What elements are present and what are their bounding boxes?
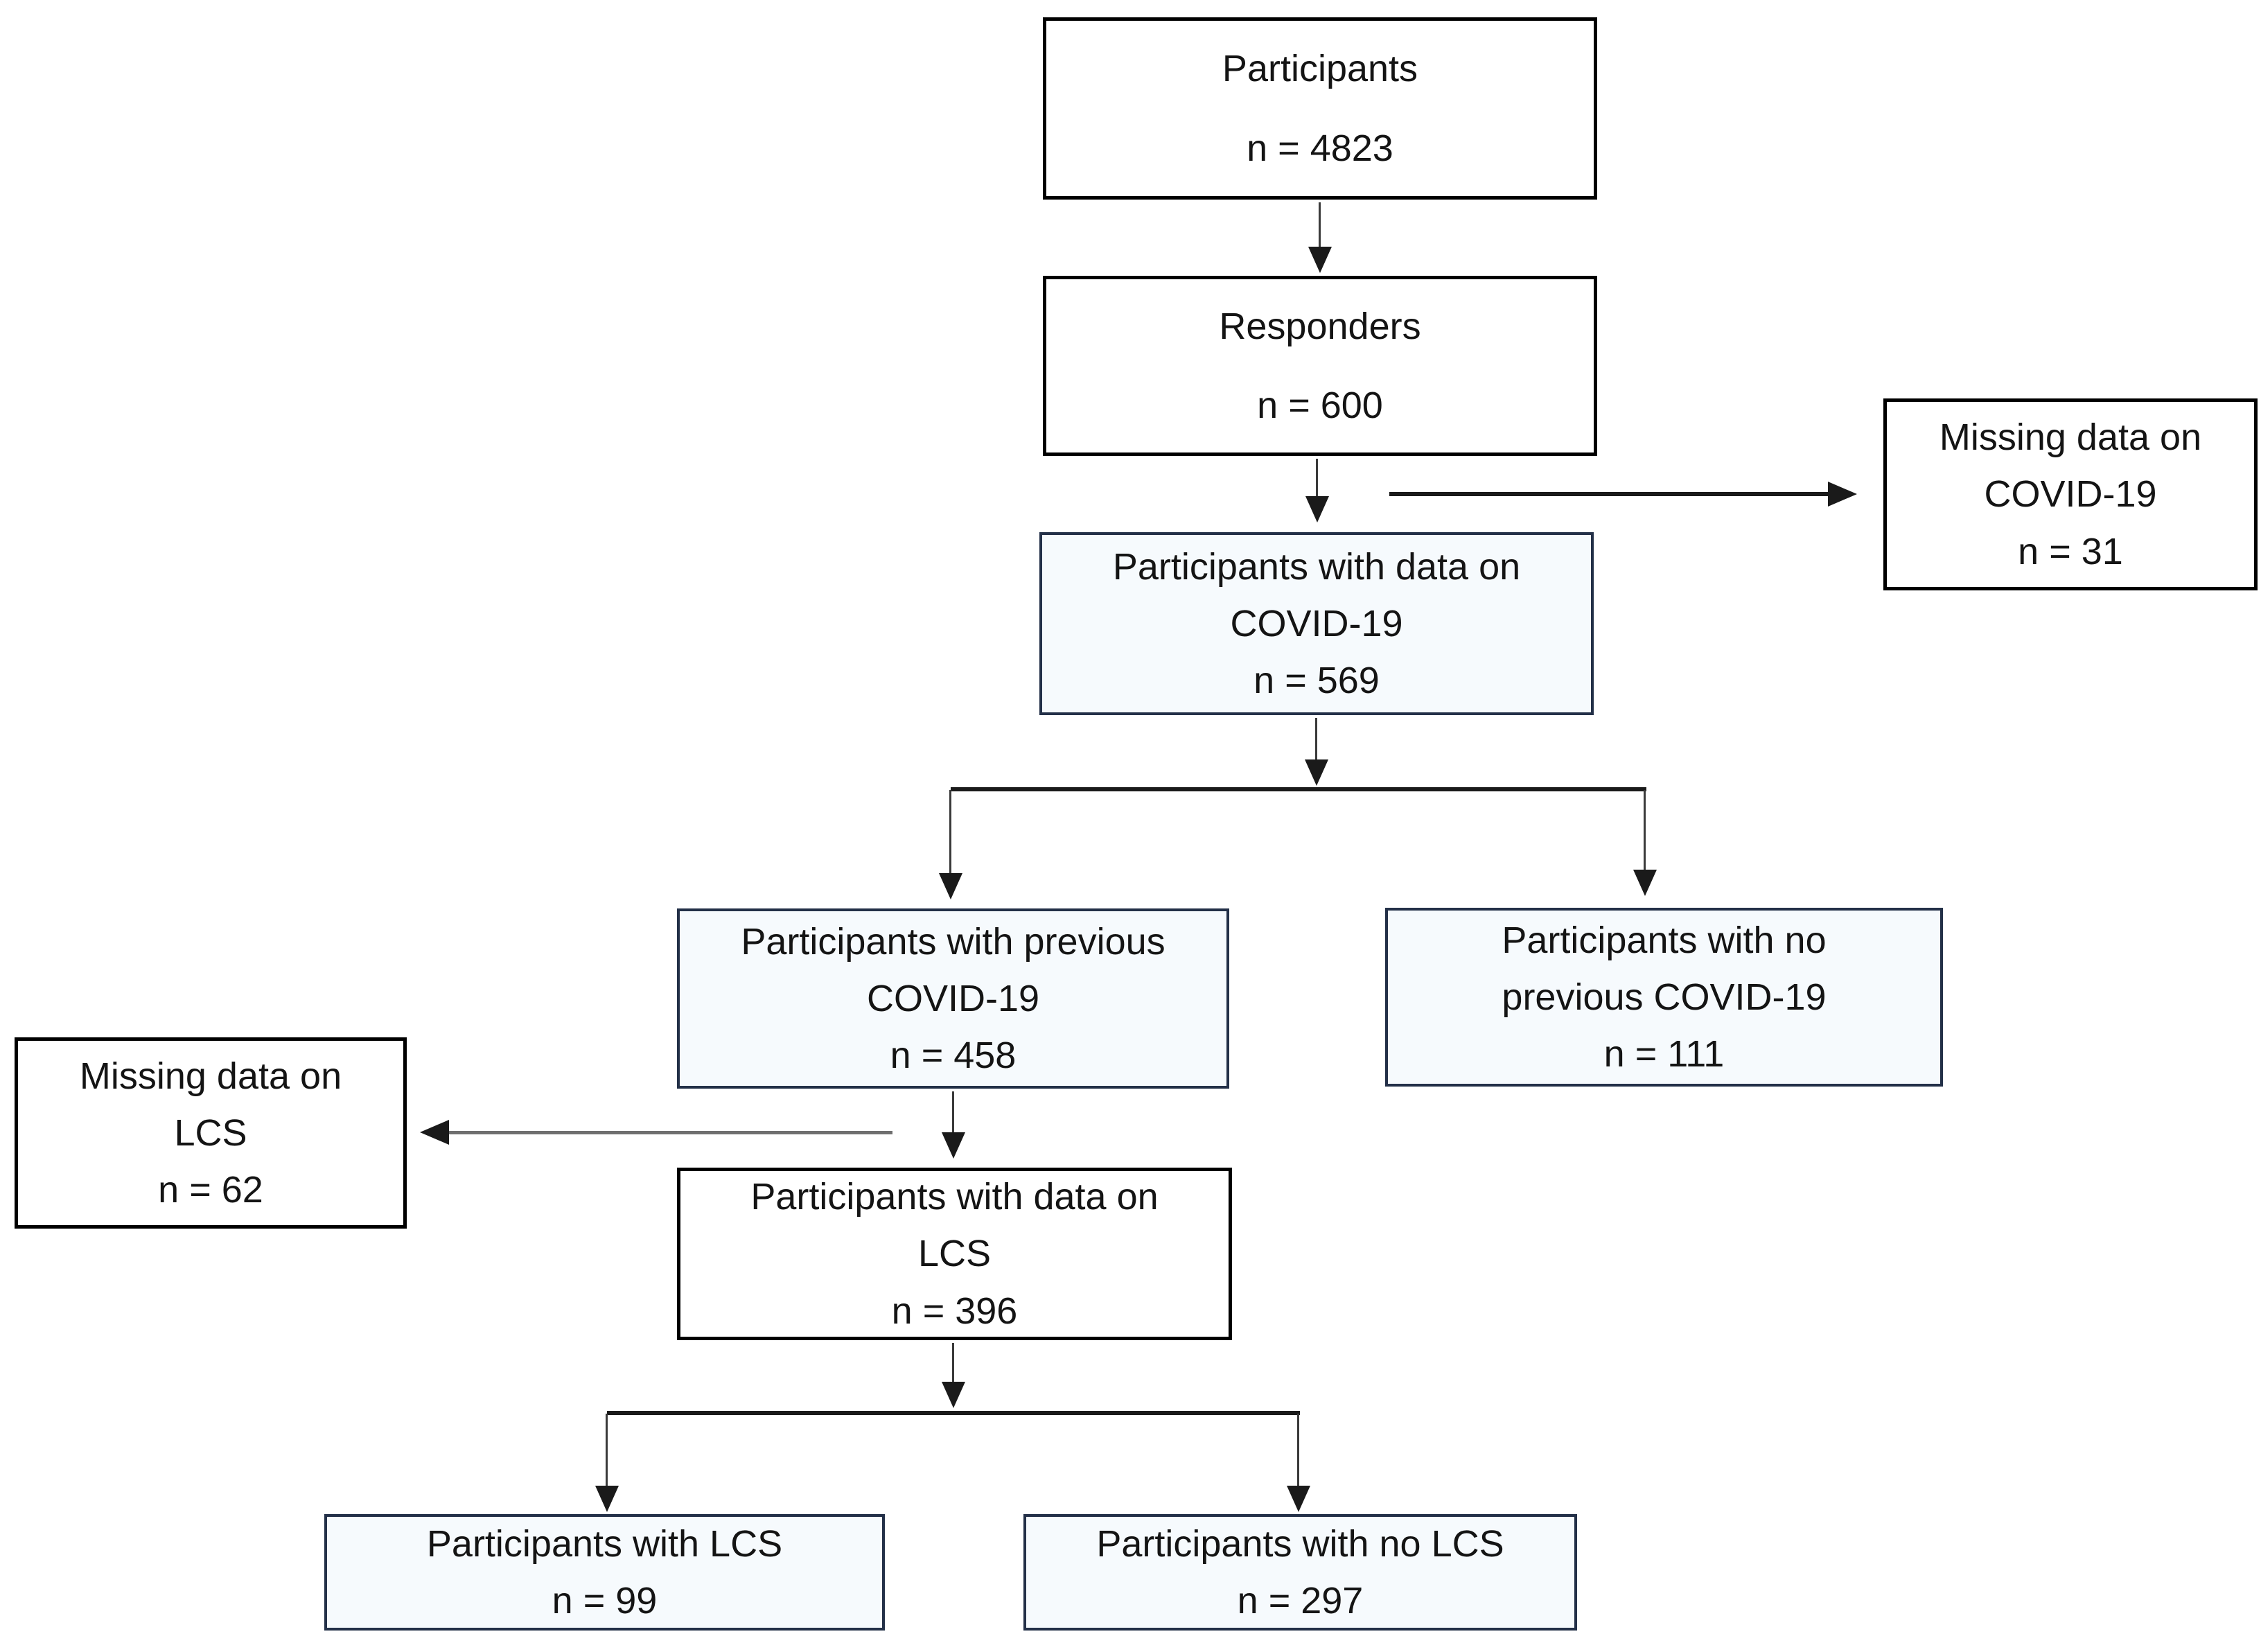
box-label: Participants (1222, 48, 1418, 90)
arrow-down-icon (1308, 247, 1332, 273)
arrow-down-icon (1287, 1486, 1310, 1512)
box-label: Missing data on (1939, 416, 2202, 459)
box-count: n = 297 (1237, 1580, 1364, 1622)
box-lcs: Participants with LCS n = 99 (324, 1514, 885, 1631)
box-label: Responders (1219, 305, 1421, 347)
box-previous-covid: Participants with previous COVID-19 n = … (677, 908, 1229, 1089)
box-label: previous COVID-19 (1502, 976, 1827, 1018)
arrow-line (606, 1414, 608, 1488)
box-responders: Responders n = 600 (1043, 276, 1597, 456)
arrow-line (1297, 1414, 1299, 1488)
box-count: n = 600 (1257, 385, 1383, 426)
arrow-line (952, 1091, 954, 1134)
arrow-down-icon (1305, 759, 1328, 786)
arrow-line (1316, 459, 1318, 499)
box-label: COVID-19 (1984, 473, 2157, 516)
box-label: Participants with data on (750, 1176, 1159, 1218)
box-count: n = 62 (158, 1169, 263, 1211)
arrow-down-icon (942, 1132, 965, 1159)
box-label: LCS (174, 1111, 247, 1154)
box-count: n = 31 (2018, 530, 2123, 572)
arrow-line (949, 790, 951, 876)
box-count: n = 4823 (1247, 127, 1393, 169)
arrow-line (952, 1343, 954, 1385)
arrow-line (1319, 202, 1321, 248)
box-label: Participants with no LCS (1096, 1522, 1504, 1565)
box-missing-covid: Missing data on COVID-19 n = 31 (1883, 398, 2258, 590)
arrow-line (1389, 492, 1830, 496)
box-participants: Participants n = 4823 (1043, 17, 1597, 200)
arrow-down-icon (1633, 870, 1657, 896)
box-count: n = 396 (891, 1290, 1018, 1332)
box-label: Participants with data on (1112, 545, 1521, 588)
box-label: Participants with no (1502, 919, 1827, 961)
box-data-lcs: Participants with data on LCS n = 396 (677, 1168, 1232, 1340)
box-missing-lcs: Missing data on LCS n = 62 (15, 1037, 407, 1229)
box-label: COVID-19 (1230, 602, 1403, 644)
arrow-left-icon (420, 1120, 449, 1145)
arrow-down-icon (1305, 496, 1329, 522)
box-label: Participants with previous (741, 920, 1165, 963)
box-count: n = 99 (552, 1580, 658, 1622)
box-label: COVID-19 (866, 977, 1040, 1019)
box-label: Missing data on (79, 1055, 342, 1097)
arrow-down-icon (595, 1486, 619, 1512)
box-data-covid: Participants with data on COVID-19 n = 5… (1039, 532, 1594, 715)
split-line (607, 1411, 1300, 1415)
box-count: n = 111 (1603, 1033, 1725, 1075)
split-line (951, 787, 1646, 791)
box-no-previous-covid: Participants with no previous COVID-19 n… (1385, 908, 1943, 1087)
arrow-down-icon (942, 1382, 965, 1408)
box-count: n = 569 (1253, 660, 1380, 702)
box-count: n = 458 (890, 1035, 1017, 1077)
box-label: Participants with LCS (426, 1522, 783, 1565)
arrow-line (1315, 718, 1317, 762)
arrow-right-icon (1828, 482, 1857, 507)
arrow-down-icon (939, 873, 962, 899)
arrow-line (1644, 790, 1646, 872)
box-label: LCS (917, 1233, 992, 1275)
box-no-lcs: Participants with no LCS n = 297 (1023, 1514, 1577, 1631)
arrow-line (443, 1131, 892, 1134)
